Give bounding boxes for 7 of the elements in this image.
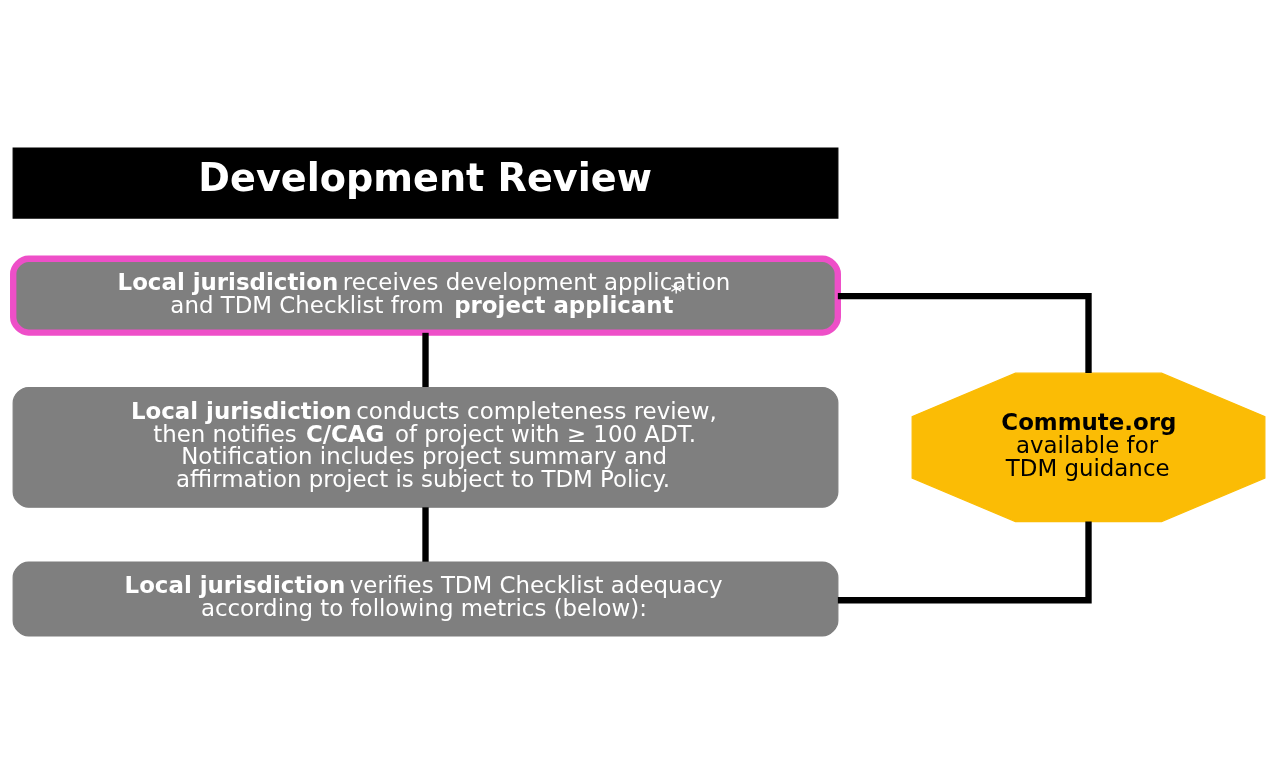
connector <box>422 332 429 387</box>
node-box: Development Review <box>12 147 839 219</box>
connector <box>837 521 1092 604</box>
connector <box>422 507 429 562</box>
node-box: Local jurisdiction verifies TDM Checklist adequacy according to following metrics (below): <box>12 561 839 637</box>
node-box: Local jurisdiction conducts completeness review, then notifies C/CAG of project with ≥ 100 ADT. Notification includes project summary and affirmation project is subject to TDM Policy. <box>12 386 839 508</box>
connector <box>837 292 1092 374</box>
